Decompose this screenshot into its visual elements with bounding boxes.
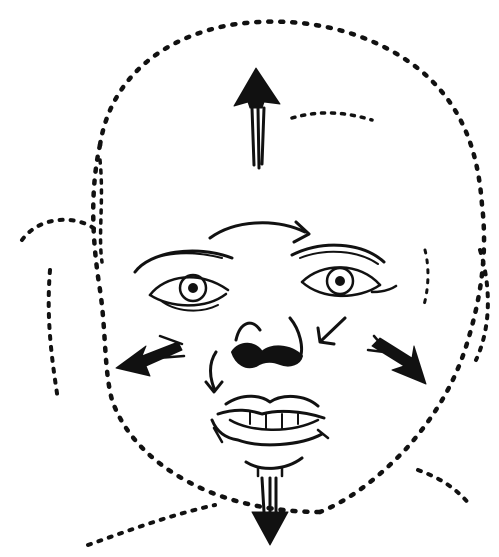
brow-curved-arrow — [210, 222, 309, 242]
nose-left-arrow — [206, 352, 222, 392]
chin-arrow — [252, 478, 288, 545]
nose — [232, 318, 302, 367]
chin — [246, 458, 302, 476]
left-eye — [135, 251, 232, 311]
right-eye — [292, 245, 396, 296]
mouth — [212, 396, 328, 445]
up-arrow — [234, 68, 280, 168]
left-cheek-arrow — [116, 336, 184, 376]
right-cheek-arrow — [368, 336, 426, 384]
nose-right-arrow — [318, 318, 345, 344]
